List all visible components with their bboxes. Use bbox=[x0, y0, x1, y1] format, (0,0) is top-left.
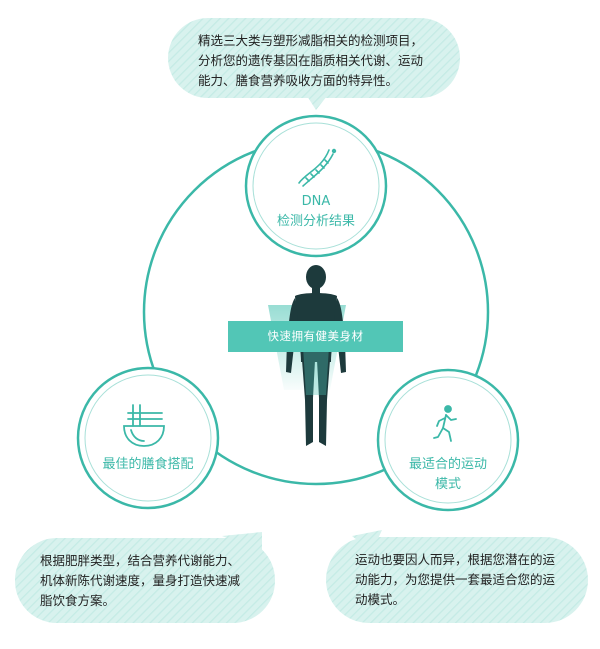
left-speech-bubble bbox=[15, 532, 275, 623]
right-speech-bubble bbox=[326, 530, 588, 623]
dna-icon bbox=[298, 148, 337, 187]
diet-node bbox=[76, 366, 220, 510]
bowl-icon bbox=[123, 404, 165, 447]
right-bubble-text: 运动也要因人而异，根据您潜在的运 动能力，为您提供一套最适合您的运 动模式。 bbox=[355, 552, 556, 607]
left-bubble-text: 根据肥胖类型，结合营养代谢能力、 机体新陈代谢速度，量身打造快速减 脂饮食方案。 bbox=[40, 553, 241, 608]
dna-node-label: DNA 检测分析结果 bbox=[276, 194, 355, 229]
top-bubble-text: 精选三大类与塑形减脂相关的检测项目， 分析您的遗传基因在脂质相关代谢、运动 能力… bbox=[198, 33, 424, 88]
sport-node-label: 最适合的运动 模式 bbox=[408, 457, 487, 492]
diet-node-label: 最佳的膳食搭配 bbox=[102, 457, 194, 472]
sport-node bbox=[376, 368, 520, 512]
dna-node bbox=[244, 114, 388, 258]
top-speech-bubble bbox=[168, 18, 460, 110]
running-person-icon bbox=[433, 405, 457, 442]
center-banner: 快速拥有健美身材 bbox=[228, 321, 403, 352]
